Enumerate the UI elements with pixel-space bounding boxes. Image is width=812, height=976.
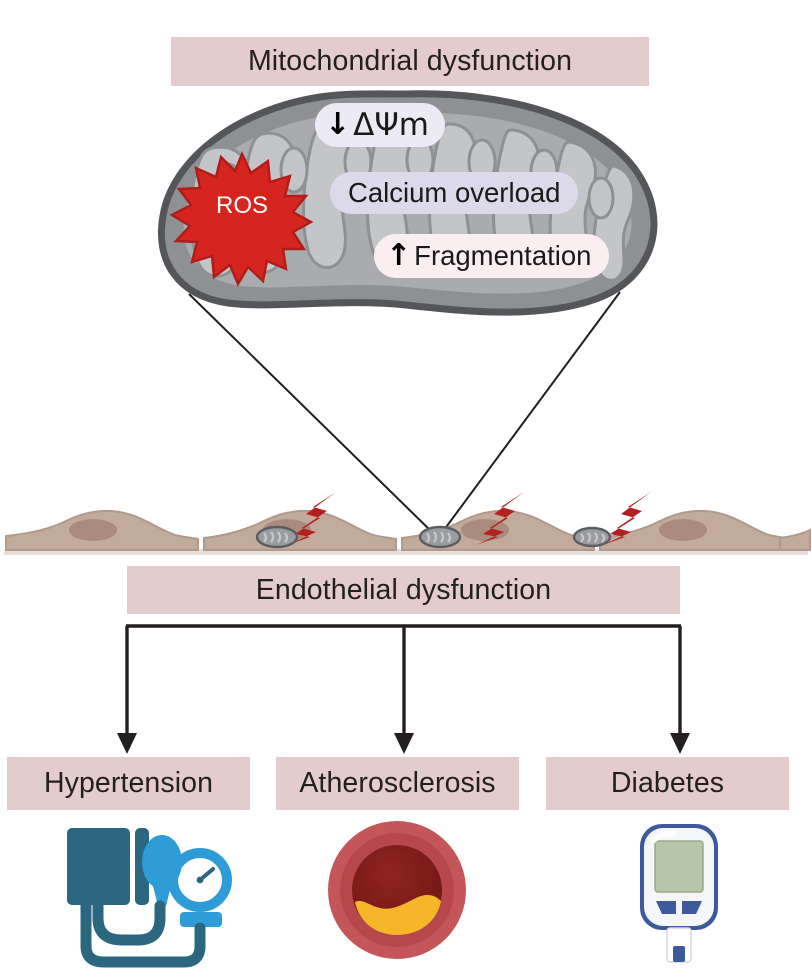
magnifier-callout-lines	[188, 291, 621, 535]
endothelial-cells	[5, 509, 811, 551]
blood-pressure-monitor-icon	[67, 828, 232, 968]
cell-nucleus	[461, 519, 509, 541]
status-badge-calcium-overload: Calcium overload	[330, 172, 579, 214]
arrowhead-icon	[394, 733, 414, 754]
pill-label-membrane-potential: ΔΨm	[353, 107, 429, 143]
arrowhead-icon	[670, 733, 690, 754]
cell-mitochondria-group	[255, 525, 612, 549]
basement-membrane	[4, 549, 808, 555]
lightning-bolt-icon	[476, 492, 524, 545]
ros-starburst-icon	[169, 151, 314, 287]
outcome-label-hypertension: Hypertension	[7, 757, 250, 810]
status-badge-fragmentation: ↑ Fragmentation	[374, 234, 610, 278]
glucose-meter-icon	[640, 824, 718, 963]
arrow-down-icon: ↓	[325, 107, 351, 142]
arrowhead-icon	[117, 733, 137, 754]
artery-cross-section-icon	[328, 821, 466, 959]
arrow-up-icon: ↑	[386, 238, 412, 273]
cell-mitochondrion-icon	[572, 526, 612, 548]
lightning-bolt-group	[288, 492, 651, 545]
outcome-arrowheads	[117, 733, 690, 754]
cell-mitochondrion-icon	[255, 525, 299, 549]
status-badge-membrane-potential: ↓ ΔΨm	[315, 103, 445, 147]
lightning-bolt-icon	[603, 492, 651, 545]
outcome-connector-bracket	[125, 624, 682, 740]
cell-mitochondrion-icon	[418, 525, 462, 549]
pill-label-calcium-overload: Calcium overload	[348, 177, 561, 208]
page-title: Mitochondrial dysfunction	[171, 37, 649, 86]
endothelial-cell-layer	[4, 492, 811, 555]
table-row	[779, 528, 811, 551]
cell-nucleus	[659, 519, 707, 541]
pill-label-fragmentation: Fragmentation	[414, 240, 592, 271]
outcome-label-diabetes: Diabetes	[546, 757, 789, 810]
cell-nucleus	[69, 519, 117, 541]
endothelial-dysfunction-label: Endothelial dysfunction	[127, 566, 680, 614]
outcome-label-atherosclerosis: Atherosclerosis	[276, 757, 519, 810]
lightning-bolt-icon	[288, 492, 336, 545]
